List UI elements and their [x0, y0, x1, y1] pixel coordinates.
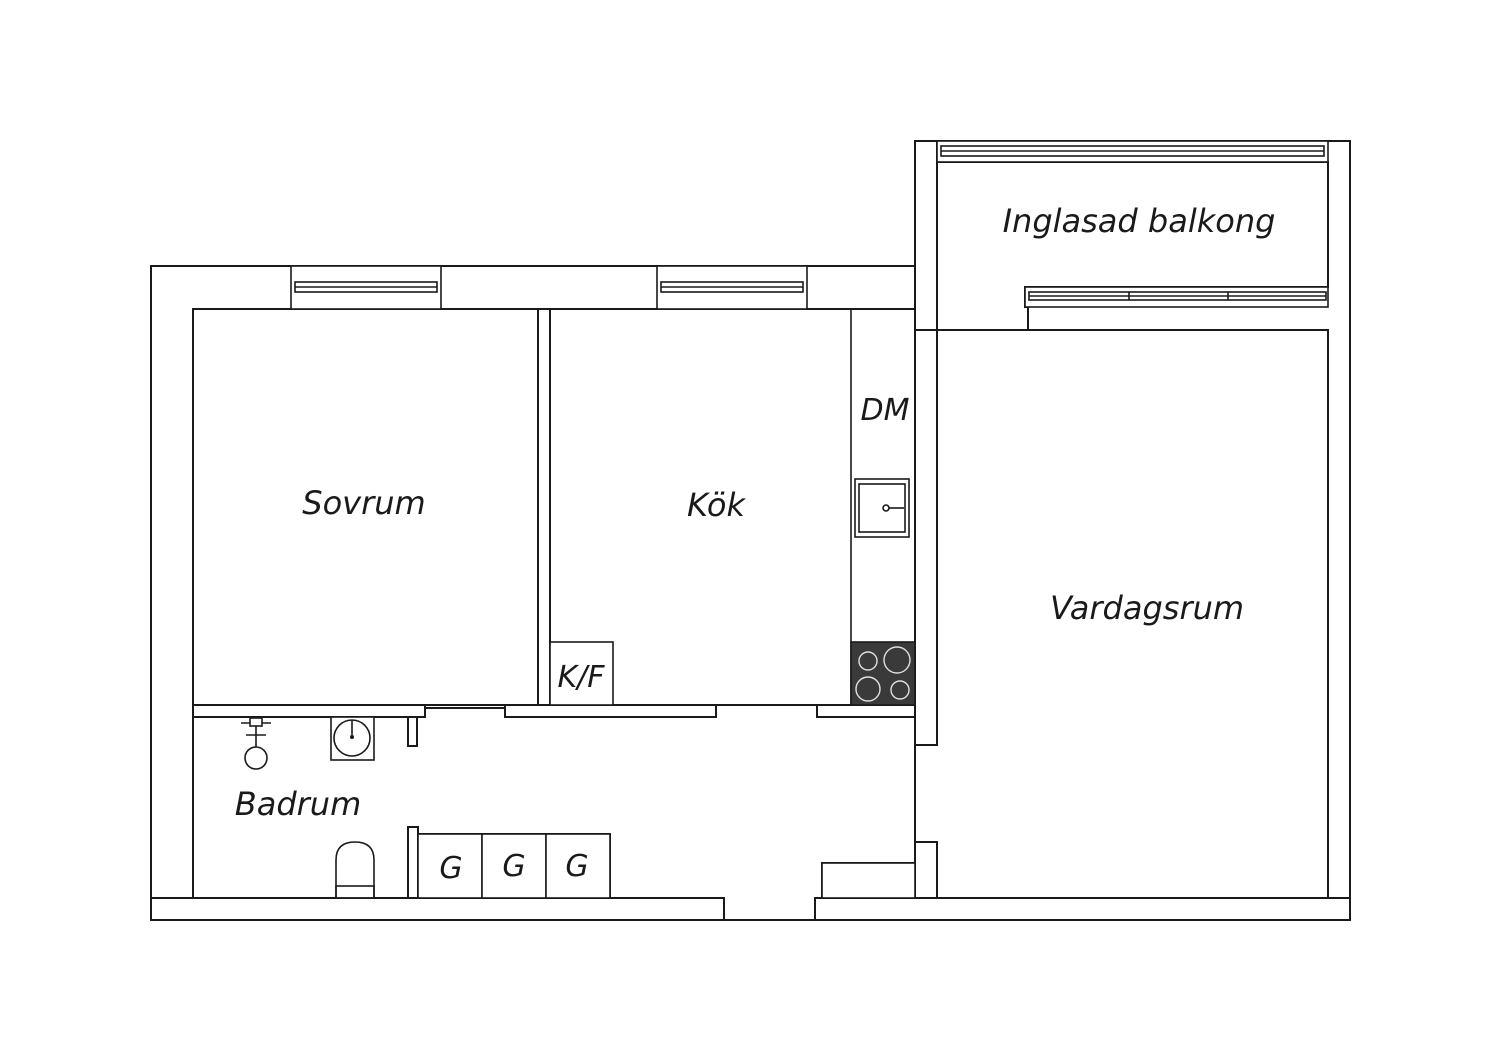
windows	[290, 140, 1329, 310]
wardrobes	[417, 833, 611, 899]
wardrobe-label-2: G	[502, 849, 525, 884]
bath-top-wall	[192, 704, 426, 718]
wardrobe-label-1: G	[439, 851, 462, 886]
bathroom-fixtures	[241, 716, 375, 899]
wardrobe-3	[545, 833, 611, 899]
sovrum-room	[192, 308, 539, 706]
wardrobe-2	[481, 833, 547, 899]
entrance-shelf	[821, 862, 916, 899]
room-outlines	[192, 161, 1329, 921]
window-balkong-inner	[1024, 286, 1329, 308]
bath-right-wall	[407, 826, 419, 899]
shower-icon	[241, 717, 271, 770]
room-label-kok: Kök	[687, 486, 746, 524]
room-label-badrum: Badrum	[235, 785, 361, 823]
fridge-freezer	[549, 641, 614, 706]
wall-details	[150, 140, 1351, 921]
kitchen-bottom-wall-right	[816, 704, 916, 718]
wardrobe-label-3: G	[565, 849, 588, 884]
room-label-sovrum: Sovrum	[302, 484, 425, 522]
kitchen-sink	[854, 478, 910, 538]
room-label-vardagsrum: Vardagsrum	[1050, 589, 1244, 627]
partition-sovrum-kok	[537, 308, 551, 706]
wall-vardagsrum-bottom	[914, 841, 938, 899]
washbasin-icon	[330, 716, 375, 761]
bottom-wall-right	[814, 897, 1351, 921]
kitchen-bottom-wall-left	[504, 704, 717, 718]
balcony-left-wall	[914, 140, 938, 331]
bottom-wall-left	[150, 897, 725, 921]
wall-kok-vardagsrum	[914, 308, 938, 746]
kitchen-fixtures	[549, 478, 916, 706]
fridge-freezer-label: K/F	[557, 660, 605, 695]
dishwasher-label: DM	[861, 393, 910, 428]
stove	[850, 641, 916, 706]
labels: Sovrum Kök Vardagsrum Inglasad balkong B…	[235, 202, 1276, 886]
room-label-balkong: Inglasad balkong	[1003, 202, 1276, 240]
bath-door-jamb	[407, 716, 418, 747]
toilet-icon	[335, 841, 375, 899]
